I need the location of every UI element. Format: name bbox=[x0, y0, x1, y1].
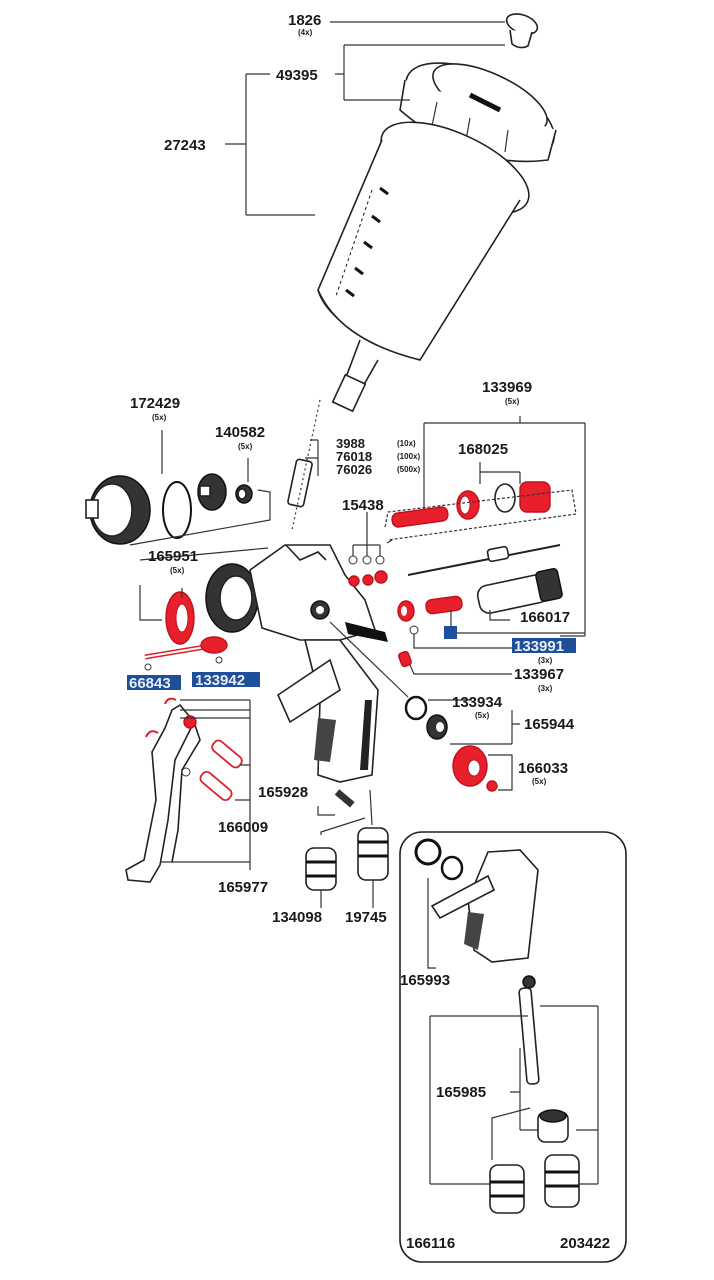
cup-filter bbox=[287, 399, 321, 531]
spring-bushing bbox=[456, 490, 480, 520]
qty-165951: (5x) bbox=[170, 566, 185, 575]
spreader-valve-red bbox=[165, 591, 195, 645]
air-valve-seal bbox=[397, 600, 415, 622]
label-165951: 165951 bbox=[148, 548, 198, 565]
fluid-needle bbox=[407, 544, 561, 576]
label-133991: 133991 bbox=[514, 638, 564, 655]
air-cap bbox=[85, 475, 151, 545]
label-165993: 165993 bbox=[400, 972, 450, 989]
label-134098: 134098 bbox=[272, 909, 322, 926]
label-165977: 165977 bbox=[218, 879, 268, 896]
inset-handle bbox=[430, 849, 539, 963]
label-166017: 166017 bbox=[520, 609, 570, 626]
label-19745: 19745 bbox=[345, 909, 387, 926]
label-133969: 133969 bbox=[482, 379, 532, 396]
qty-76018: (100x) bbox=[397, 452, 420, 461]
label-49395: 49395 bbox=[276, 67, 318, 84]
paint-cup bbox=[317, 121, 530, 413]
qty-1826: (4x) bbox=[298, 28, 313, 37]
gun-handle bbox=[276, 639, 379, 783]
air-valve-spring bbox=[425, 595, 463, 615]
qty-172429: (5x) bbox=[152, 413, 167, 422]
label-133991-highlight bbox=[512, 638, 576, 653]
label-27243: 27243 bbox=[164, 137, 206, 154]
label-168025: 168025 bbox=[458, 441, 508, 458]
nozzle-seal bbox=[235, 484, 253, 504]
air-connector-19745 bbox=[357, 827, 389, 881]
label-1826: 1826 bbox=[288, 12, 321, 29]
inset-extension-tube bbox=[518, 975, 540, 1085]
air-connector-134098 bbox=[305, 847, 337, 891]
label-76018: 76018 bbox=[336, 449, 372, 464]
qty-133991: (3x) bbox=[538, 656, 553, 665]
label-15438: 15438 bbox=[342, 497, 384, 514]
inset-adapter-cap bbox=[537, 1109, 569, 1143]
pressure-valve-pin bbox=[334, 789, 355, 808]
label-133934: 133934 bbox=[452, 694, 503, 711]
label-3988: 3988 bbox=[336, 436, 365, 451]
label-165985: 165985 bbox=[436, 1084, 486, 1101]
label-66843: 66843 bbox=[129, 675, 171, 692]
inset-connector-203422 bbox=[544, 1154, 580, 1208]
label-165928: 165928 bbox=[258, 784, 308, 801]
cup-vent-plug bbox=[505, 13, 539, 49]
label-166116: 166116 bbox=[406, 1235, 455, 1252]
label-140582: 140582 bbox=[215, 424, 265, 441]
air-cap-ring bbox=[162, 481, 192, 539]
label-76026: 76026 bbox=[336, 462, 372, 477]
air-cap-retaining-ring bbox=[404, 695, 428, 721]
needle-spring bbox=[391, 506, 449, 528]
air-adjustment-valve bbox=[426, 714, 448, 740]
label-133942-highlight bbox=[192, 672, 260, 687]
label-133967: 133967 bbox=[514, 666, 564, 683]
trigger bbox=[125, 703, 201, 883]
inset-connector-166116 bbox=[489, 1164, 525, 1214]
fluid-nozzle bbox=[197, 473, 227, 511]
trigger-studs bbox=[199, 739, 243, 802]
trigger-clips bbox=[145, 697, 177, 738]
label-166009: 166009 bbox=[218, 819, 268, 836]
qty-133967: (3x) bbox=[538, 684, 553, 693]
adjustment-knob-red bbox=[494, 481, 551, 513]
qty-166033: (5x) bbox=[532, 777, 547, 786]
gun-body bbox=[205, 544, 388, 642]
air-valve-housing bbox=[476, 568, 563, 614]
label-166033: 166033 bbox=[518, 760, 568, 777]
label-172429: 172429 bbox=[130, 395, 180, 412]
inset-seals bbox=[414, 838, 464, 881]
qty-133934: (5x) bbox=[475, 711, 490, 720]
pin-and-spreader-shaft bbox=[144, 636, 228, 660]
qty-76026: (500x) bbox=[397, 465, 420, 474]
label-165944: 165944 bbox=[524, 716, 575, 733]
inset-box bbox=[399, 831, 627, 1263]
label-203422: 203422 bbox=[560, 1235, 610, 1252]
label-66843-highlight bbox=[127, 675, 181, 690]
label-133942: 133942 bbox=[195, 672, 245, 689]
qty-133969: (5x) bbox=[505, 397, 520, 406]
air-micrometer-red bbox=[452, 745, 488, 787]
air-valve-stem bbox=[398, 650, 412, 668]
needle-packing-seals bbox=[348, 555, 388, 587]
qty-3988: (10x) bbox=[397, 439, 416, 448]
air-valve-plug-blue bbox=[444, 626, 457, 639]
qty-140582: (5x) bbox=[238, 442, 253, 451]
